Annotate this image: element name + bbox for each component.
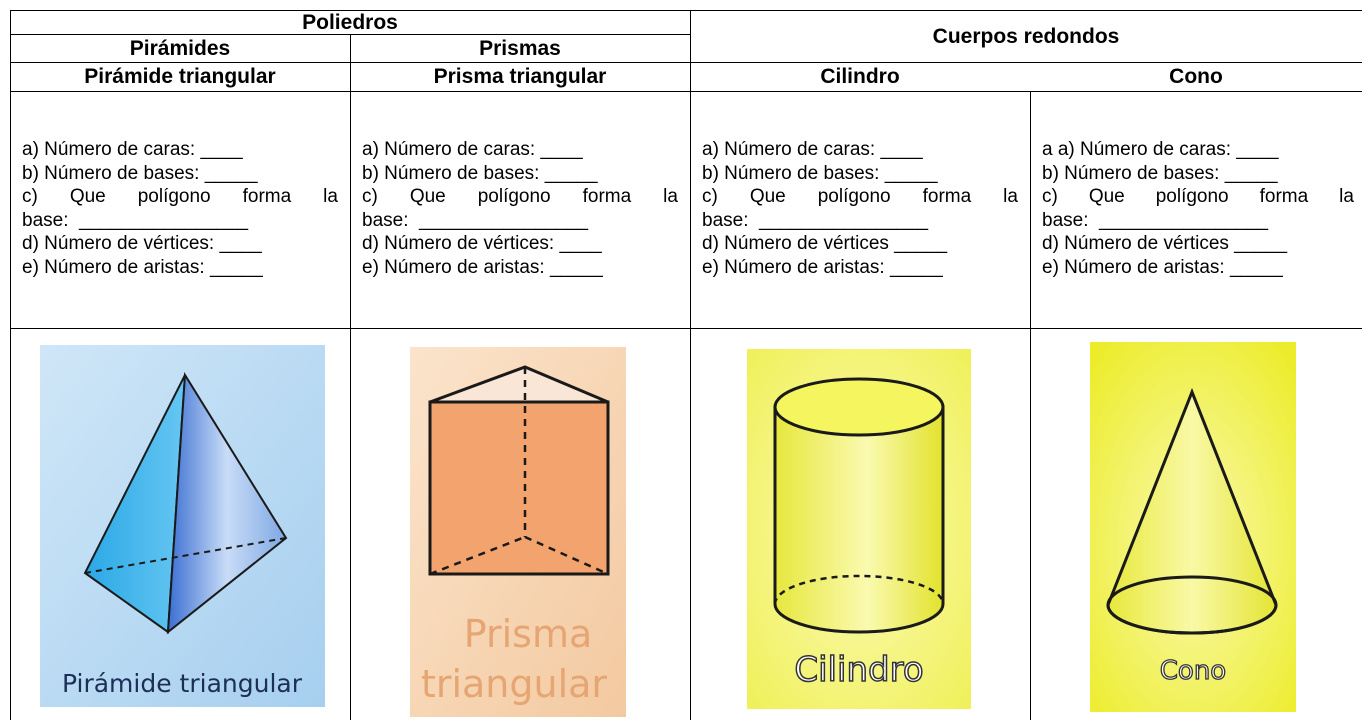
title-prisma-triangular: Prisma triangular <box>433 65 607 88</box>
question-c-base: base: ________________ <box>22 209 249 231</box>
header-piramides: Pirámides <box>129 36 231 60</box>
question-c-base: base: ________________ <box>702 209 929 231</box>
title-piramide-triangular: Pirámide triangular <box>84 65 276 88</box>
question-d: d) Número de vértices _____ <box>1042 233 1288 254</box>
question-e: e) Número de aristas: _____ <box>362 256 603 278</box>
question-d: d) Número de vértices: ____ <box>22 233 262 254</box>
prism-label-line2: triangular <box>421 662 607 706</box>
question-a: a) Número de caras: ____ <box>702 139 923 160</box>
question-c-base: base: ________________ <box>362 209 589 231</box>
title-cono: Cono <box>1169 65 1223 88</box>
prism-label-line1: Prisma <box>464 612 593 656</box>
question-b: b) Número de bases: _____ <box>362 162 598 184</box>
question-d: d) Número de vértices: ____ <box>362 233 602 254</box>
table-border-left <box>10 10 11 720</box>
question-e: e) Número de aristas: _____ <box>22 256 263 278</box>
question-d: d) Número de vértices _____ <box>702 233 948 254</box>
cylinder-image: Cilindro <box>747 349 971 709</box>
question-e: e) Número de aristas: _____ <box>702 256 943 278</box>
question-b: b) Número de bases: _____ <box>22 162 258 184</box>
triangular-prism-image: Prisma triangular <box>410 347 626 717</box>
title-cilindro: Cilindro <box>820 65 900 88</box>
header-prismas: Prismas <box>479 36 561 60</box>
table-border-top <box>10 10 1362 11</box>
header-poliedros: Poliedros <box>302 10 398 34</box>
divider-col-1 <box>350 34 351 720</box>
question-e: e) Número de aristas: _____ <box>1042 256 1283 278</box>
question-c-base: base: ________________ <box>1042 209 1269 231</box>
triangular-pyramid-image: Pirámide triangular <box>40 345 325 707</box>
question-a: a) Número de caras: ____ <box>22 139 243 160</box>
questions-prisma: a) Número de caras: ____ b) Número de ba… <box>362 138 678 279</box>
pyramid-label: Pirámide triangular <box>62 669 303 698</box>
cone-label: Cono <box>1160 656 1226 686</box>
solids-worksheet-table: Poliedros Pirámides Prismas Cuerpos redo… <box>10 10 1362 720</box>
questions-cilindro: a) Número de caras: ____ b) Número de ba… <box>702 138 1018 279</box>
cylinder-label: Cilindro <box>794 650 923 690</box>
questions-cono: a a) Número de caras: ____ b) Número de … <box>1042 138 1354 279</box>
divider-header <box>10 62 1362 63</box>
questions-piramide: a) Número de caras: ____ b) Número de ba… <box>22 138 338 279</box>
question-a: a a) Número de caras: ____ <box>1042 139 1279 160</box>
cone-image: Cono <box>1090 342 1296 712</box>
divider-titles <box>10 91 1362 92</box>
divider-col-3 <box>1030 91 1031 720</box>
header-cuerpos-redondos: Cuerpos redondos <box>932 24 1120 48</box>
divider-col-2 <box>690 10 691 720</box>
divider-questions <box>10 328 1362 329</box>
question-b: b) Número de bases: _____ <box>702 162 938 184</box>
question-b: b) Número de bases: _____ <box>1042 162 1278 184</box>
question-a: a) Número de caras: ____ <box>362 139 583 160</box>
